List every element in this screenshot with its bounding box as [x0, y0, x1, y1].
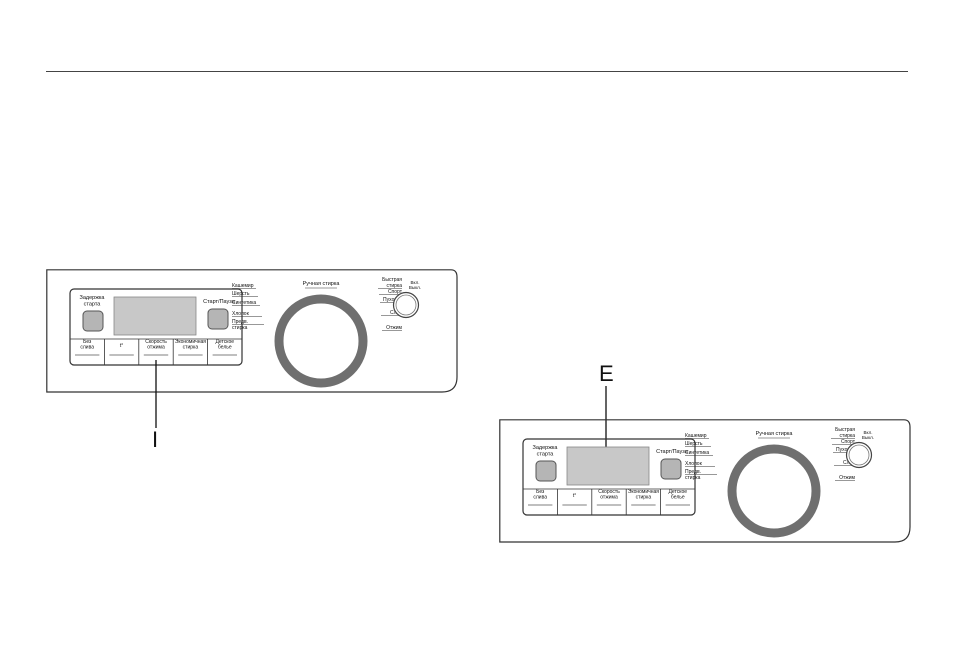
left-program-right-2: Пуховик — [383, 297, 403, 303]
left-housing — [46, 269, 458, 393]
right-start-pause-button[interactable] — [660, 458, 682, 480]
callout-label-left: I — [152, 427, 159, 452]
right-program-left-0: Кашемир — [685, 433, 707, 439]
right-program-left-4: Предв.стирка — [685, 469, 701, 481]
right-power-button[interactable] — [845, 441, 873, 469]
left-program-dial[interactable] — [274, 294, 368, 388]
right-power-label: Вкл.Выкл. — [862, 430, 874, 440]
left-start-pause-button[interactable] — [207, 308, 229, 330]
right-program-right-2: Пуховик — [836, 447, 856, 453]
right-program-right-4: Отжим — [839, 475, 855, 481]
left-program-left-4: Предв.стирка — [232, 319, 248, 331]
right-dial-face — [737, 454, 811, 528]
left-program-left-1: Шерсть — [232, 291, 250, 297]
right-program-left-3: Хлопок — [685, 461, 703, 467]
callout-line-left — [155, 360, 157, 428]
callout-label-right: E — [599, 361, 614, 386]
right-display — [566, 446, 650, 486]
left-start-pause-label: Старт/Пауза — [203, 299, 236, 305]
left-power-label: Вкл.Выкл. — [409, 280, 421, 290]
left-program-right-1: Спорт — [388, 289, 403, 295]
left-program-right-4: Отжим — [386, 325, 402, 331]
right-delay-start-button[interactable] — [535, 460, 557, 482]
right-button-module — [522, 438, 696, 516]
left-power-button-inner — [395, 294, 417, 316]
right-housing — [499, 419, 911, 543]
page-divider — [46, 71, 908, 72]
callout-line-right — [605, 386, 607, 452]
left-display — [113, 296, 197, 336]
right-program-top: Ручная стирка — [756, 431, 794, 437]
right-option-label-1: t° — [573, 493, 576, 499]
left-option-label-1: t° — [120, 343, 123, 349]
left-program-left-2: Синтетика — [232, 300, 256, 306]
left-program-left-3: Хлопок — [232, 311, 250, 317]
left-program-top: Ручная стирка — [303, 281, 341, 287]
right-power-button-inner — [848, 444, 870, 466]
right-start-pause-label: Старт/Пауза — [656, 449, 689, 455]
right-program-left-2: Синтетика — [685, 450, 709, 456]
right-program-right-1: Спорт — [841, 439, 856, 445]
left-power-button[interactable] — [392, 291, 420, 319]
right-program-left-1: Шерсть — [685, 441, 703, 447]
left-program-left-0: Кашемир — [232, 283, 254, 289]
left-dial-face — [284, 304, 358, 378]
right-program-dial[interactable] — [727, 444, 821, 538]
left-delay-start-button[interactable] — [82, 310, 104, 332]
